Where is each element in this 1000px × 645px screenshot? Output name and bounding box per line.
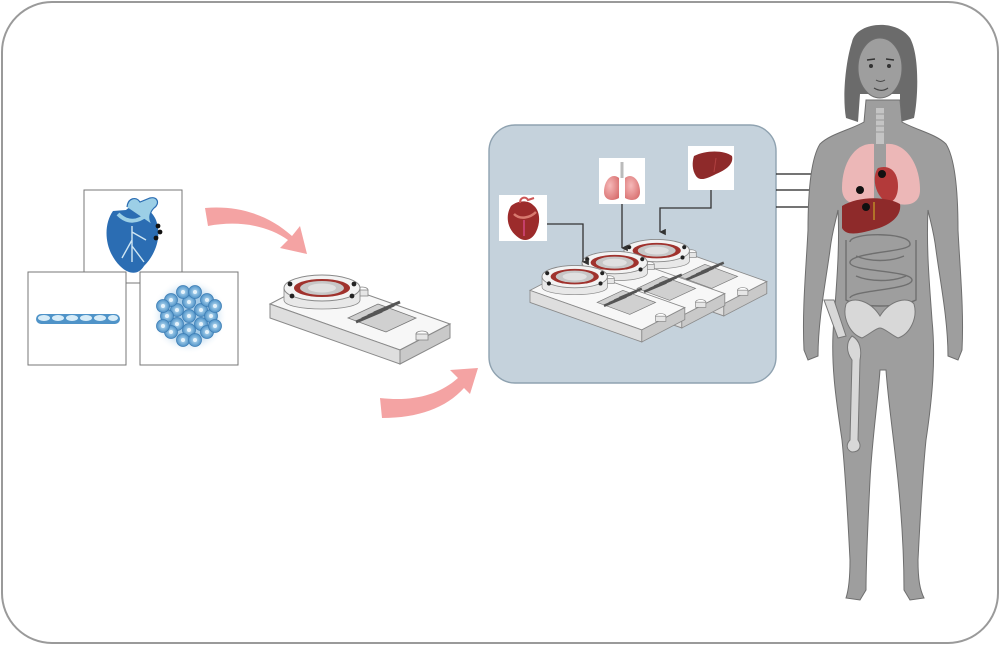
liver-organ-tile [688, 146, 734, 190]
cell-nucleus [165, 314, 169, 318]
cell-nucleus [187, 314, 191, 318]
lungs-organ-tile [599, 158, 645, 204]
cell-nucleus [175, 308, 179, 312]
lungs-icon [604, 162, 640, 200]
multi-organ-chip-panel [488, 124, 777, 384]
cell-nucleus [161, 304, 165, 308]
cell-nucleus [161, 324, 165, 328]
body-pelvis [844, 299, 916, 339]
red-heart-icon [507, 196, 540, 240]
cell-nucleus [205, 330, 209, 334]
cell-nucleus [187, 328, 191, 332]
cell-monolayer-panel [27, 271, 127, 366]
cell-nucleus [169, 298, 173, 302]
single-chip [268, 274, 452, 365]
multi-chip-array [528, 238, 768, 343]
cell-monolayer-icon [36, 314, 120, 324]
arrow-to-single-chip [205, 207, 307, 254]
cell-nucleus [199, 308, 203, 312]
cell-nucleus [209, 314, 213, 318]
arrow-to-multi-chip [380, 368, 478, 418]
cell-nucleus [193, 290, 197, 294]
body-intestines [845, 234, 917, 307]
cell-nucleus [193, 338, 197, 342]
liver-icon [692, 151, 733, 180]
cell-nucleus [175, 322, 179, 326]
chip-heart [528, 264, 686, 343]
cell-nucleus [213, 324, 217, 328]
cell-nucleus [199, 322, 203, 326]
heart-leader-line [547, 223, 589, 266]
body-liver [842, 198, 901, 234]
heart-organ-tile [499, 195, 547, 241]
heart-tissue-panel [83, 189, 183, 284]
single-chip-device [268, 274, 452, 365]
liver-marker [862, 203, 870, 211]
human-body [802, 24, 964, 601]
cell-nucleus [181, 338, 185, 342]
cell-nucleus [187, 300, 191, 304]
cell-nucleus [205, 298, 209, 302]
liver-leader-line [659, 190, 712, 236]
cell-nucleus [181, 290, 185, 294]
cell-nucleus [169, 330, 173, 334]
input-panels [27, 189, 239, 366]
blue-heart-icon [106, 197, 163, 273]
lungs-marker [856, 186, 864, 194]
heart-marker [878, 170, 886, 178]
cell-spheroid-panel [139, 271, 239, 366]
cell-nucleus [213, 304, 217, 308]
body-arm-bone [823, 299, 847, 339]
body-femur [846, 335, 862, 453]
spheroid-icon [151, 278, 227, 354]
face [857, 37, 903, 99]
